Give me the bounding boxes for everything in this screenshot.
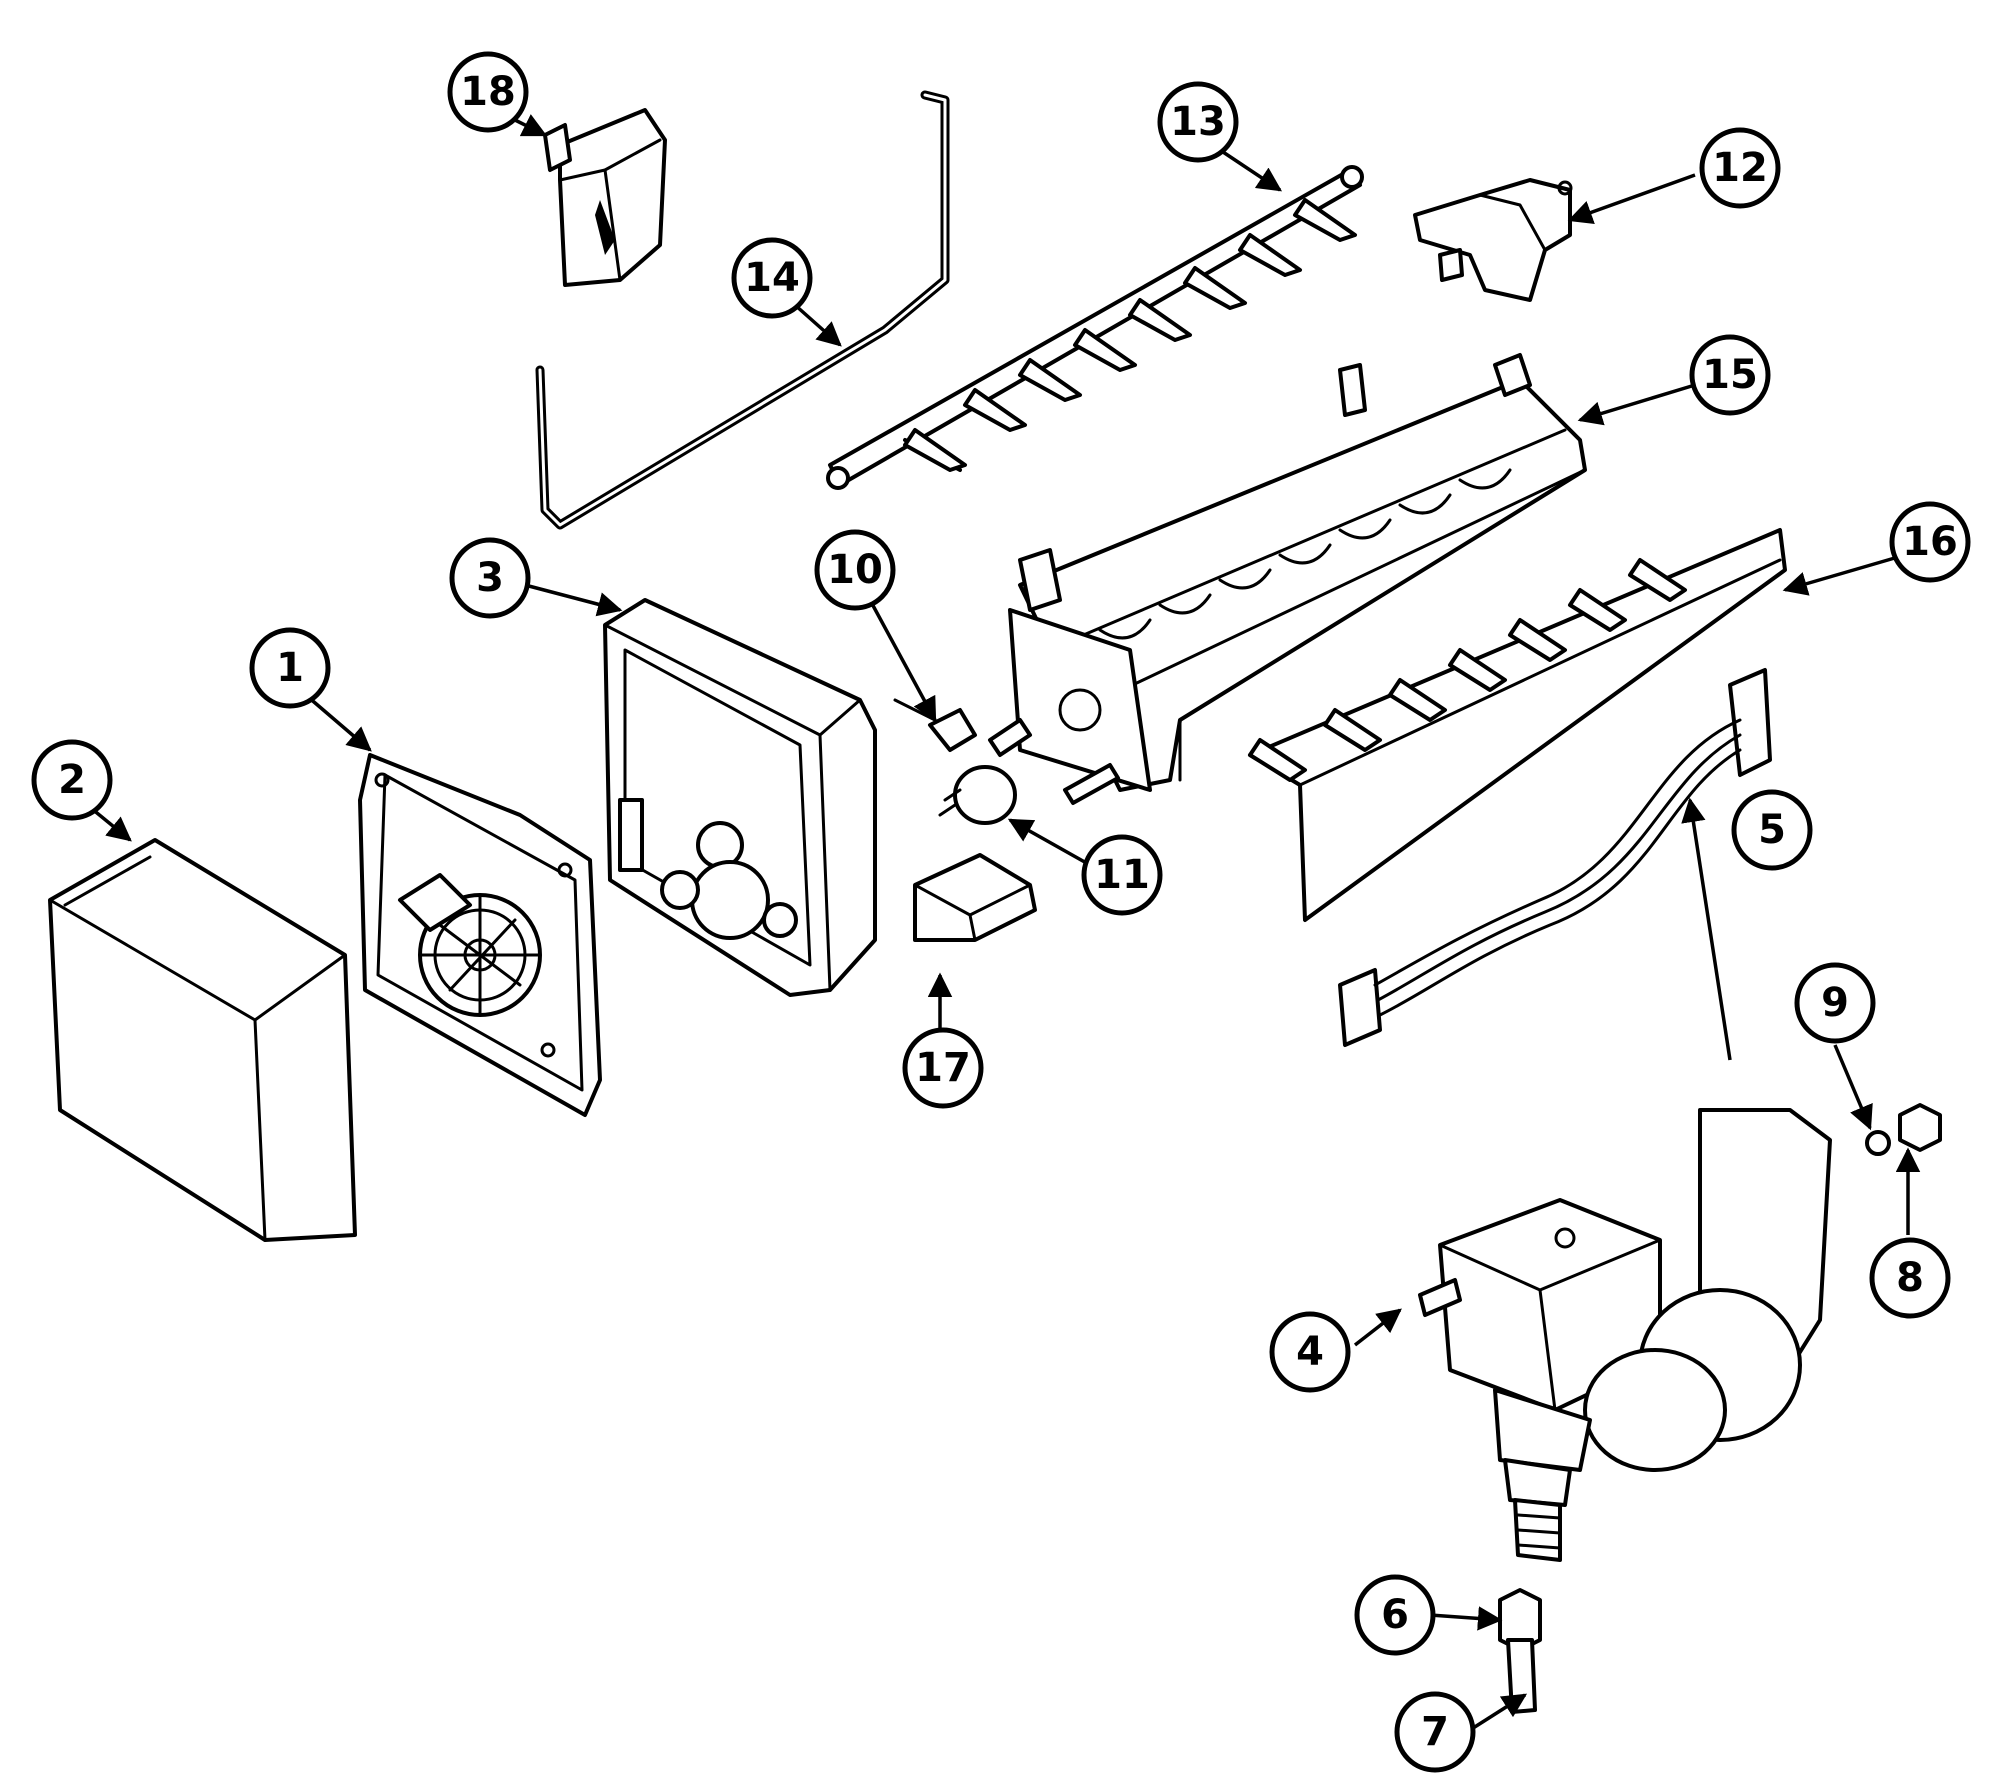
callout-2: 2 [31,739,113,821]
callout-7: 7 [1394,1691,1476,1773]
callout-label: 4 [1296,1329,1324,1375]
callout-label: 16 [1902,519,1958,565]
part-15-mold [1008,353,1587,792]
callout-label: 17 [915,1045,971,1091]
part-5-wire-harness [1338,668,1772,1047]
callout-label: 8 [1896,1255,1924,1301]
callout-label: 15 [1702,352,1758,398]
part-4-water-valve [1418,1108,1832,1562]
callout-label: 12 [1712,145,1768,191]
part-9-ferrule [1865,1130,1891,1156]
callout-label: 6 [1381,1592,1409,1638]
callout-14: 14 [731,237,813,319]
callout-18: 18 [447,51,529,133]
part-13-ejector-shaft [826,165,1364,490]
part-12-switch [1413,178,1573,302]
part-3-housing [603,598,877,997]
part-1-gear-plate [358,753,602,1117]
callout-1: 1 [249,627,331,709]
callout-label: 10 [827,547,883,593]
callout-label: 5 [1758,807,1786,853]
part-10-thermostat-clip [893,698,977,752]
callout-4: 4 [1269,1311,1351,1393]
callout-13: 13 [1157,81,1239,163]
callout-label: 13 [1170,99,1226,145]
callout-9: 9 [1794,962,1876,1044]
callout-12: 12 [1699,127,1781,209]
part-18-clip [543,108,667,287]
leader-lines [73,114,1921,1732]
part-14-wire-bail [535,90,950,530]
callout-label: 1 [276,645,304,691]
callout-label: 18 [460,69,516,115]
callout-17: 17 [902,1027,984,1109]
callout-11: 11 [1081,834,1163,916]
part-17-bracket [913,853,1037,942]
part-8-nut [1898,1103,1942,1152]
part-11-thermostat [938,718,1120,825]
callout-label: 9 [1821,980,1849,1026]
callout-15: 15 [1689,334,1771,416]
part-2-cover [48,838,357,1242]
callout-label: 2 [58,757,86,803]
callout-3: 3 [449,537,531,619]
callout-label: 7 [1421,1709,1449,1755]
callout-5: 5 [1731,789,1813,871]
callout-16: 16 [1889,501,1971,583]
part-6-nut [1498,1588,1542,1652]
callout-10: 10 [814,529,896,611]
callout-label: 14 [744,255,800,301]
part-16-stripper [1248,528,1787,922]
callout-6: 6 [1354,1574,1436,1656]
callout-label: 11 [1094,852,1150,898]
callout-8: 8 [1869,1237,1951,1319]
callout-label: 3 [476,555,504,601]
